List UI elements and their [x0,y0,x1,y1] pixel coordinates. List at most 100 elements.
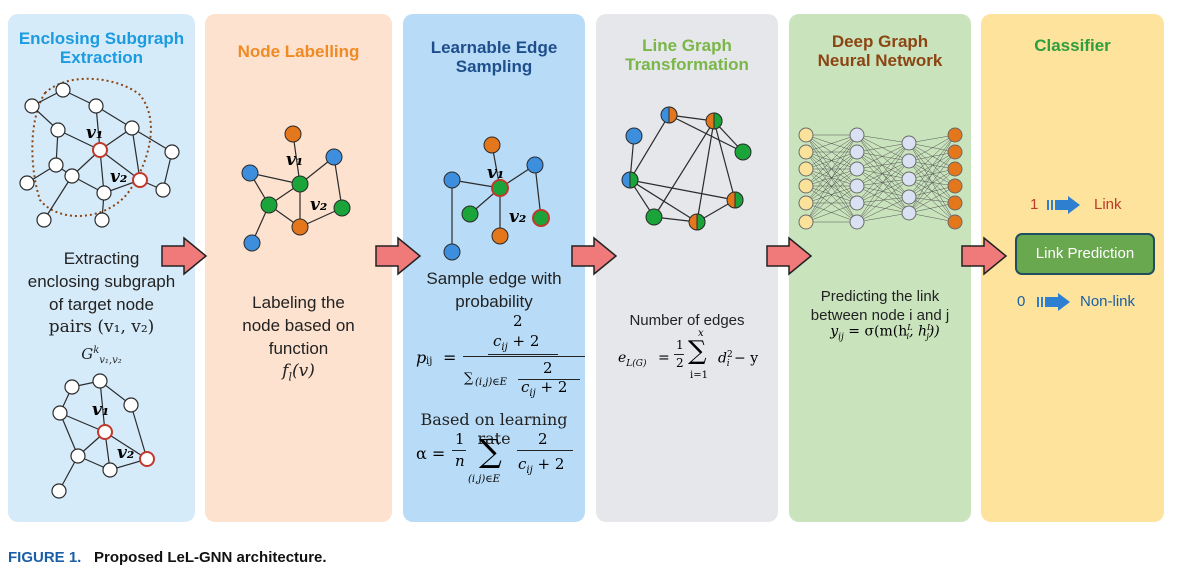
nn-edge [908,151,956,180]
nn-node [798,214,814,230]
node-label-v2-bottom: v₂ [117,443,135,463]
nn-edge [805,168,858,204]
nn-edge [856,185,910,214]
nn-edge [908,185,956,214]
nn-edge [805,134,858,223]
panel-description: Predicting the link between node i and j [810,288,950,324]
node-label-v1-p3: v₁ [487,163,505,183]
nn-node [849,178,865,194]
nn-edge [908,134,956,162]
nn-edge [908,168,956,198]
probability-formula: p ij = 2 cij + 2 ∑ (i,j)∈E 2 cij + 2 [413,312,585,399]
arrow-3 [571,236,618,276]
arrow-4 [766,236,813,276]
nn-edge [908,212,956,223]
nn-node [947,195,963,211]
node-label-v2-p2: v₂ [310,195,328,215]
nn-edge [856,178,910,204]
nn-edge [856,196,910,204]
node-label-v2-p3: v₂ [509,207,527,227]
panel-description: Labeling the node based on function fl(v… [242,293,355,384]
nn-edge [856,160,910,223]
arrow-5 [961,236,1008,276]
nn-edge [908,151,956,198]
nn-edge [908,151,956,162]
nn-edge [856,168,910,180]
nn-node [901,171,917,187]
nn-edge [856,202,910,214]
nn-edge [856,151,910,162]
link-prediction-button: Link Prediction [1015,233,1155,275]
edge-count-formula: eL(G) = 1 2 x ∑ i=1 d2i − y [618,328,759,381]
nn-edge [908,142,956,153]
neural-network-nodes [798,127,963,230]
nn-edge [908,160,956,187]
nonlink-arrow-icon [1037,293,1070,311]
nn-edge [805,151,858,204]
nn-edge [908,160,956,170]
nn-edge [908,134,956,180]
nn-edge [908,142,956,187]
nn-node [798,127,814,143]
nn-edge [908,178,956,223]
nn-node [849,195,865,211]
nn-edge [856,168,910,198]
nn-edge [856,160,910,204]
nn-node [947,144,963,160]
nn-edge [805,134,858,187]
figure-label: FIGURE 1. [8,549,82,566]
nn-edge [856,178,910,223]
node-label-v1: v₁ [86,123,104,143]
nn-edge [856,134,910,180]
nn-node [901,135,917,151]
nn-node [849,127,865,143]
panel-node-labelling: Node Labelling Labeling the node based o… [205,14,392,522]
nn-edge [908,196,956,223]
panel-description: Extracting enclosing subgraph of target … [27,249,176,366]
nn-edge [908,185,956,198]
node-label-v1-p2: v₁ [286,150,304,170]
nn-node [849,214,865,230]
nn-edge [908,196,956,204]
nn-edge [856,142,910,204]
nn-edge [908,134,956,144]
nn-edge [856,151,910,180]
panel-title: Classifier [1034,36,1111,55]
nn-node [901,205,917,221]
link-label: Link [1094,196,1122,213]
nn-edge [805,134,858,153]
nn-edge [805,185,858,223]
neural-network-edges [805,134,956,223]
link-arrow-icon [1047,196,1080,214]
figure-caption: Proposed LeL-GNN architecture. [94,549,327,566]
nn-node [798,195,814,211]
arrow-1 [161,236,208,276]
nn-edge [908,151,956,214]
nn-edge [908,142,956,170]
nn-edge [805,168,858,223]
nn-edge [908,160,956,204]
nn-edge [856,160,910,187]
nn-node [849,161,865,177]
link-value: 1 [1030,196,1039,213]
nn-edge [856,196,910,223]
prediction-formula: yij = σ(m(hLi, hLj)) [830,323,940,343]
nn-edge [908,142,956,204]
nn-edge [856,134,910,198]
nn-node [947,214,963,230]
nn-node [947,178,963,194]
nn-edge [908,134,956,198]
nn-edge [856,142,910,223]
nn-edge [908,134,956,214]
nn-edge [908,168,956,214]
nn-edge [856,151,910,198]
nn-edge [856,160,910,170]
learning-rate-label: Based on learning rate [420,410,568,448]
arrow-2 [375,236,422,276]
